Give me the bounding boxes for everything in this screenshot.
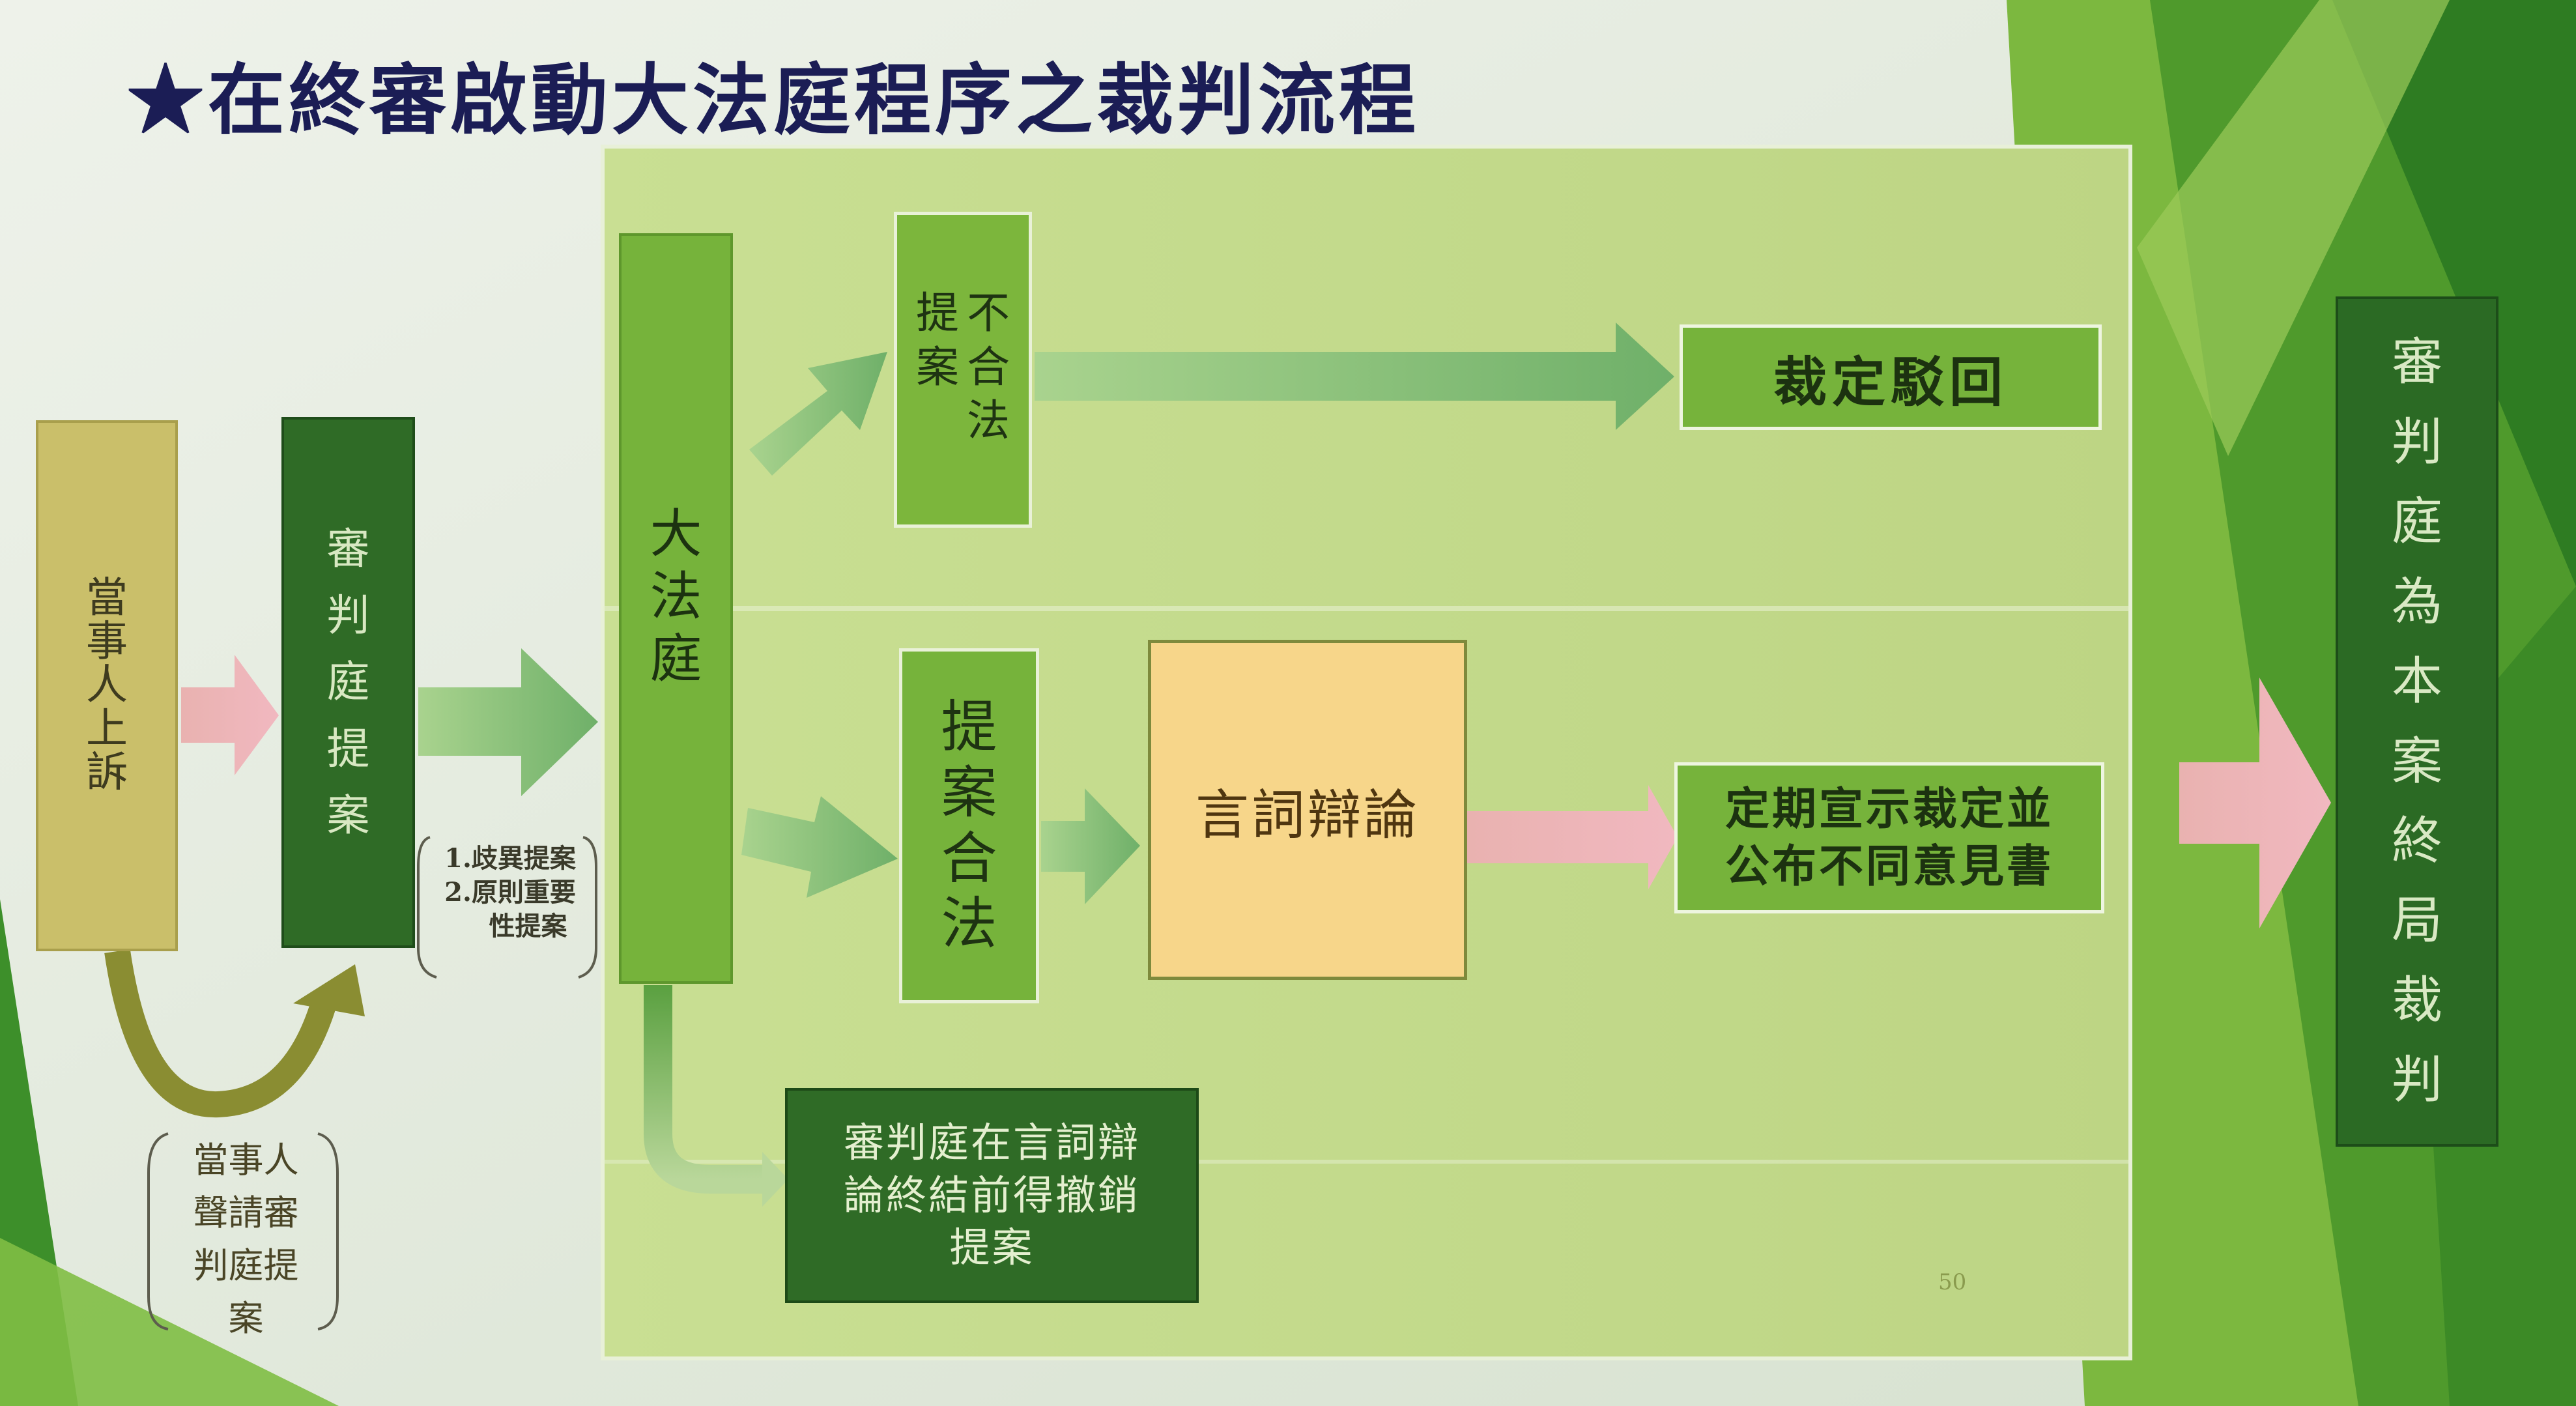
char: 庭: [650, 629, 702, 689]
char: 庭: [2391, 493, 2442, 552]
char: 局: [2391, 891, 2442, 951]
party-appeal-box: 當事人上訴: [36, 420, 178, 951]
char: 法: [650, 566, 702, 627]
char: 判: [326, 590, 370, 641]
oral-argument-label: 言詞辯論: [1195, 784, 1420, 846]
withdraw-line-1: 審判庭在言詞辯: [843, 1119, 1140, 1167]
char: 合: [967, 341, 1010, 392]
char: 案: [2391, 732, 2442, 791]
char: 判: [2391, 1051, 2442, 1110]
dismiss-box: 裁定駁回: [1680, 324, 2102, 430]
char: 提: [916, 288, 959, 338]
char: 不: [967, 288, 1010, 338]
grand-chamber-label: 大法庭: [650, 503, 702, 691]
announce-line-2: 公布不同意見書: [1724, 840, 2054, 893]
arrow-to-final: [2179, 678, 2331, 928]
proposal-reasons-note: 1.歧異提案 2.原則重要 性提案: [429, 842, 592, 943]
char: 提: [326, 723, 370, 774]
improper-label-col2: 提案: [916, 287, 959, 448]
arrow-panel-to-grand-chamber: [418, 648, 598, 796]
petition-line-4: 案: [228, 1298, 264, 1339]
char: 人: [86, 661, 128, 710]
party-appeal-label: 當事人上訴: [86, 573, 128, 797]
char: 事: [86, 617, 128, 666]
char: 合: [941, 825, 997, 891]
char: 案: [916, 341, 959, 392]
char: 審: [2391, 333, 2442, 392]
arrow-petition-curve: [104, 949, 339, 1118]
reason-2: 2.原則重要: [444, 877, 576, 908]
arrow-to-proper: [741, 796, 898, 898]
arrow-appeal-to-panel: [181, 655, 279, 775]
brace-petition: [147, 1132, 169, 1330]
brace-reasons: [417, 836, 437, 979]
char: 案: [326, 790, 370, 840]
improper-label-col1: 不合法: [967, 287, 1010, 448]
page-number: 50: [1938, 1269, 1967, 1295]
withdraw-line-2: 論終結前得撤銷: [843, 1171, 1140, 1219]
oral-argument-box: 言詞辯論: [1148, 640, 1467, 980]
char: 庭: [326, 657, 370, 708]
char: 本: [2391, 652, 2442, 711]
char: 終: [2391, 811, 2442, 870]
grand-chamber-box: 大法庭: [619, 233, 733, 984]
reason-2-cont: 性提案: [489, 911, 567, 941]
char: 訴: [86, 749, 128, 797]
final-judgment-label: 審判庭為本案終局裁判: [2392, 323, 2442, 1121]
improper-proposal-box: 不合法 提案: [894, 212, 1032, 528]
dismiss-label: 裁定駁回: [1773, 351, 2008, 414]
char: 裁: [2391, 971, 2442, 1030]
proper-proposal-label: 提案合法: [941, 695, 997, 956]
char: 大: [650, 504, 702, 564]
char: 為: [2391, 572, 2442, 631]
char: 提: [941, 695, 997, 760]
char: 當: [86, 573, 128, 622]
page-title: ★在終審啟動大法庭程序之裁判流程: [127, 55, 1420, 145]
panel-proposal-label: 審判庭提案: [327, 516, 370, 849]
withdraw-line-3: 提案: [949, 1224, 1035, 1272]
char: 法: [941, 891, 997, 957]
arrow-grand-chamber-to-withdraw: [644, 985, 769, 1194]
arrow-improper-to-dismiss: [1035, 323, 1674, 430]
char: 判: [2391, 412, 2442, 472]
announce-line-1: 定期宣示裁定並: [1724, 782, 2054, 835]
arrow-proper-to-argument: [1041, 788, 1140, 904]
panel-proposal-box: 審判庭提案: [281, 417, 415, 948]
petition-note: 當事人 聲請審 判庭提 案: [160, 1134, 332, 1345]
char: 審: [326, 523, 370, 574]
proper-proposal-box: 提案合法: [899, 648, 1039, 1003]
char: 案: [941, 760, 997, 825]
final-judgment-box: 審判庭為本案終局裁判: [2336, 296, 2498, 1147]
char: 法: [967, 395, 1010, 446]
petition-line-3: 判庭提: [193, 1245, 299, 1286]
char: 上: [86, 705, 128, 754]
petition-line-1: 當事人: [193, 1140, 299, 1181]
announce-box: 定期宣示裁定並 公布不同意見書: [1674, 762, 2104, 913]
reason-1: 1.歧異提案: [444, 843, 576, 874]
arrow-to-improper: [749, 352, 887, 476]
petition-line-2: 聲請審: [193, 1192, 299, 1233]
withdraw-box: 審判庭在言詞辯 論終結前得撤銷 提案: [785, 1088, 1199, 1303]
arrow-argument-to-announce: [1467, 785, 1678, 889]
